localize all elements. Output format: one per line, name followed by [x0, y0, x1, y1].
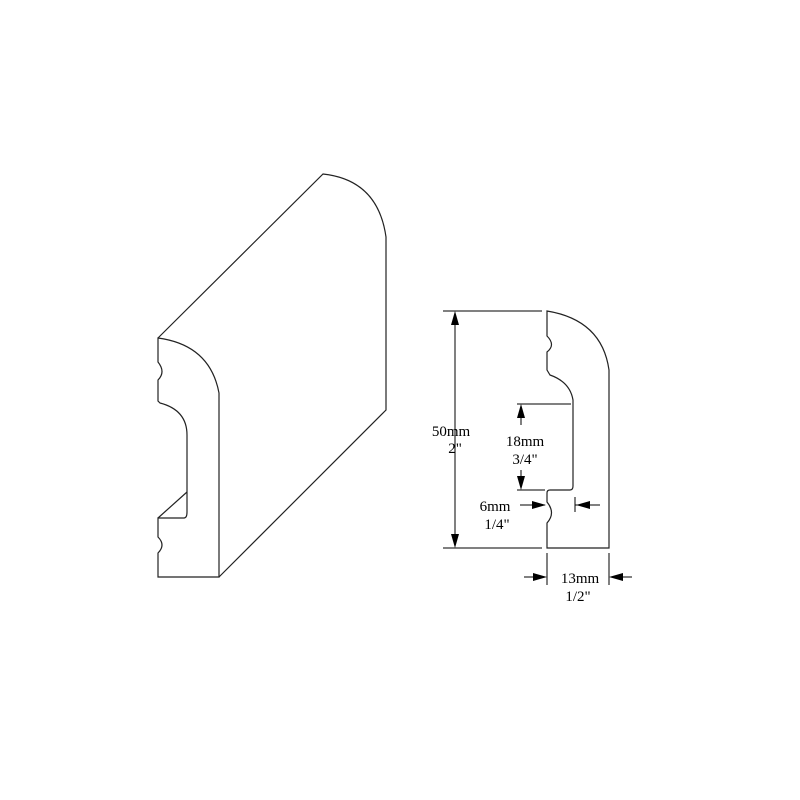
height-metric-label: 50mm — [432, 424, 471, 440]
hidden-edge — [157, 491, 188, 519]
cross-section — [546, 310, 610, 549]
height-dimension-lines — [443, 310, 542, 549]
arrow-up-icon — [451, 311, 459, 325]
isometric-view — [157, 173, 387, 578]
recess-metric-label: 18mm — [506, 434, 545, 450]
thickness-metric-label: 13mm — [561, 571, 600, 587]
offset-metric-label: 6mm — [480, 499, 511, 515]
arrow-left-icon — [609, 573, 623, 581]
front-profile — [157, 337, 220, 578]
height-imperial-label: 2" — [448, 441, 462, 457]
arrow-right-icon — [532, 501, 546, 509]
thickness-imperial-label: 1/2" — [565, 589, 590, 605]
arrow-up-icon — [517, 404, 525, 418]
thickness-dimension-lines — [524, 553, 632, 585]
recess-imperial-label: 3/4" — [512, 452, 537, 468]
arrow-left-icon — [576, 501, 590, 509]
offset-imperial-label: 1/4" — [484, 517, 509, 533]
top-edge — [157, 173, 387, 578]
arrow-right-icon — [533, 573, 547, 581]
recess-dimension-lines — [517, 403, 571, 491]
profile-view: 50mm 2" 18mm 3/4" 6mm 1/4" 13mm 1/2" — [432, 310, 632, 605]
arrow-down-icon — [517, 476, 525, 490]
arrow-down-icon — [451, 534, 459, 548]
